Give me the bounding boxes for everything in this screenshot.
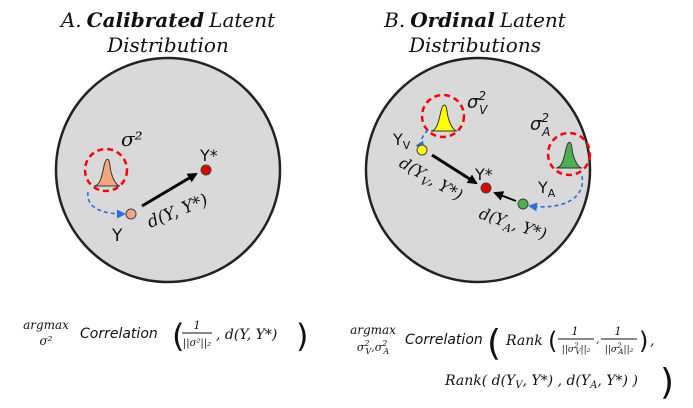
y-label: Y — [111, 226, 123, 246]
frac-num-v: 1 — [572, 325, 579, 338]
argmax-b: argmax — [350, 323, 396, 337]
paren-close-a: ) — [296, 317, 308, 355]
green-distribution-icon — [555, 141, 583, 169]
comma-b: , — [650, 333, 654, 349]
point-y-star-b — [480, 182, 492, 194]
sample-connector-a — [87, 191, 126, 219]
sigma-region-v — [420, 93, 466, 139]
panel-a-latent-space — [54, 56, 282, 284]
y-star-label-a: Y* — [199, 146, 218, 165]
panel-b-latent-space — [364, 56, 592, 284]
frac-num-a: 1 — [194, 319, 201, 332]
rank-b: Rank — [505, 333, 543, 349]
correlation-b: Correlation — [405, 332, 483, 348]
distance-arrow-a-b — [493, 191, 517, 202]
panel-b-title-line2: Distributions — [408, 33, 541, 57]
panel-a-title-line2: Distribution — [106, 33, 229, 57]
formula-a: argmax σ² Correlation ( 1 ||σ²||₂ , d(Y,… — [23, 317, 308, 355]
panel-a-title: A. Calibrated Latent — [59, 8, 276, 32]
point-y — [125, 208, 137, 220]
correlation-a: Correlation — [80, 326, 158, 342]
sigma-label-a: σ² — [121, 127, 143, 151]
panel-a: A. Calibrated Latent Distribution σ² Y Y… — [54, 8, 282, 284]
sigma-region-a2 — [546, 131, 592, 177]
yellow-distribution-icon — [430, 104, 458, 132]
rank-line2-b: Rank( d(YV, Y*) , d(YA, Y*) ) — [444, 373, 638, 391]
panel-b-title: B. Ordinal Latent — [383, 8, 567, 32]
orange-distribution-icon — [93, 158, 121, 187]
frac-comma: , — [596, 333, 600, 346]
point-y-star-a — [200, 164, 212, 176]
sigma-region-a — [83, 147, 129, 193]
distance-arrow-a — [141, 172, 198, 208]
point-y-v — [416, 144, 428, 156]
arg2-a: , d(Y, Y*) — [216, 327, 277, 343]
frac-num-a-b: 1 — [615, 325, 622, 338]
y-star-label-b: Y* — [474, 165, 493, 184]
argmax-sub-a: σ² — [39, 334, 52, 348]
sample-connector-a-b — [528, 175, 584, 212]
paren-rank-open-b: ( — [548, 327, 557, 355]
paren-rank-close-b: ) — [639, 327, 648, 355]
point-y-a — [517, 198, 529, 210]
paren-close-b: ) — [660, 362, 674, 403]
paren-open-a: ( — [172, 317, 184, 355]
sample-connector-v — [415, 129, 429, 151]
distance-arrow-v — [431, 153, 478, 185]
paren-open-b: ( — [487, 323, 501, 364]
frac-den-a: ||σ²||₂ — [183, 338, 211, 349]
argmax-a: argmax — [23, 318, 69, 332]
